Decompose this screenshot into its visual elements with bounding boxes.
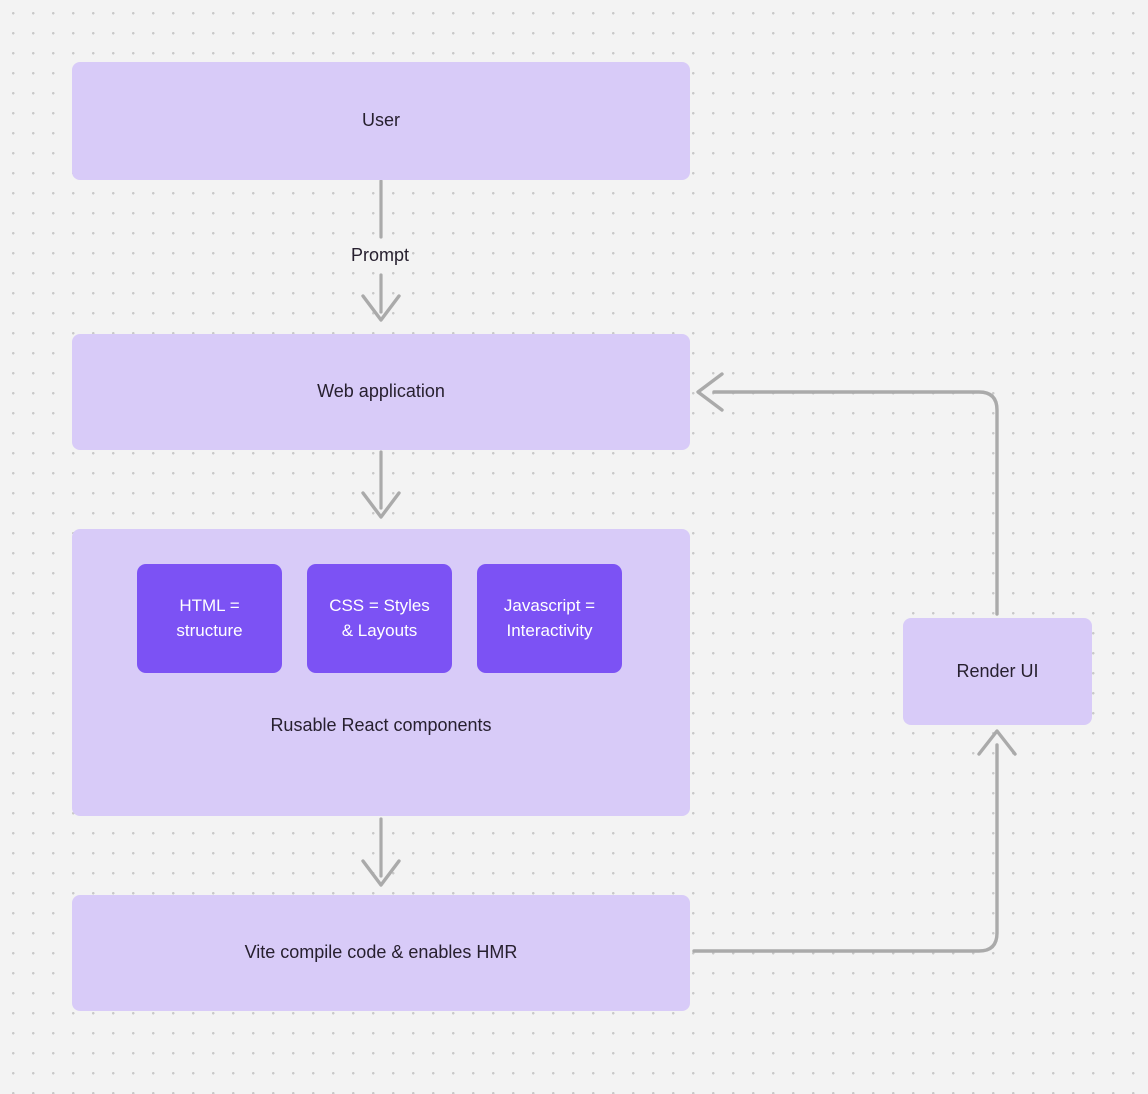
node-user-label: User [361,110,400,131]
node-css[interactable]: CSS = Styles & Layouts [307,564,452,673]
node-html-label: HTML = structure [176,595,243,640]
node-render-ui[interactable]: Render UI [903,618,1092,725]
node-html[interactable]: HTML = structure [137,564,282,673]
edge-label-prompt: Prompt [350,245,410,265]
node-vite[interactable]: Vite compile code & enables HMR [72,895,690,1011]
node-css-label: CSS = Styles & Layouts [329,595,430,640]
node-web-application[interactable]: Web application [72,334,690,450]
node-javascript[interactable]: Javascript = Interactivity [477,564,622,673]
react-components-caption: Rusable React components [270,715,492,735]
node-web-application-label: Web application [317,381,445,402]
edge-render-to-webapp [696,372,999,616]
edge-vite-to-render [692,729,1017,953]
node-vite-label: Vite compile code & enables HMR [244,942,518,963]
edge-webapp-to-container [361,450,401,519]
edge-container-to-vite [361,817,401,887]
node-render-ui-label: Render UI [956,660,1039,681]
node-user[interactable]: User [72,62,690,180]
node-javascript-label: Javascript = Interactivity [503,595,596,640]
edge-prompt-to-webapp [361,273,401,322]
